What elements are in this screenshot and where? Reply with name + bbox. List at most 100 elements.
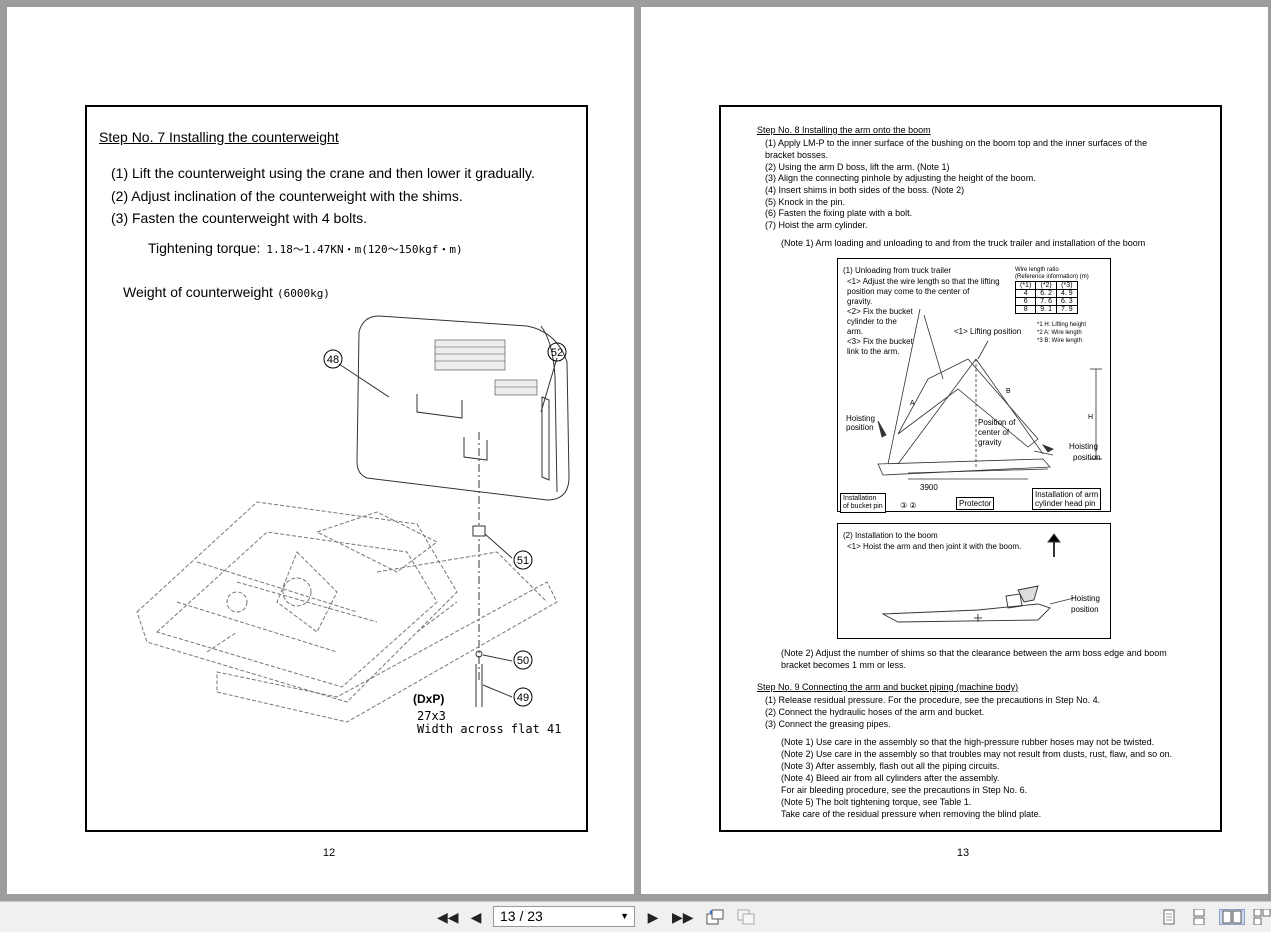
callout-49: 49: [517, 692, 529, 704]
figure1-line: gravity.: [847, 297, 873, 306]
hoisting-label: position: [1071, 605, 1099, 614]
arm-lifting-diagram: A B H: [877, 308, 1102, 480]
step8-item: bracket bosses.: [765, 150, 829, 160]
figure1-line: <1> Adjust the wire length so that the l…: [847, 277, 1000, 286]
step8-title: Step No. 8 Installing the arm onto the b…: [757, 125, 931, 135]
step9-item: (3) Connect the greasing pipes.: [765, 719, 891, 729]
page-number: 13: [956, 847, 970, 859]
step9-note: Take care of the residual pressure when …: [781, 809, 1042, 819]
figure1-line: <3> Fix the bucket: [847, 337, 913, 346]
note2-text: bracket becomes 1 mm or less.: [781, 660, 907, 670]
step7-title: Step No. 7 Installing the counterweight: [99, 129, 339, 145]
chevron-down-icon: ▼: [620, 911, 629, 921]
weight-value: (6000kg): [276, 287, 330, 300]
figure1-heading: (1) Unloading from truck trailer: [843, 266, 952, 275]
weight-label: Weight of counterweight: [123, 284, 273, 300]
two-page-icon[interactable]: [1219, 909, 1245, 925]
page-number: 12: [322, 847, 336, 859]
wire-note: *3 B: Wire length: [1037, 338, 1083, 344]
marks-3-2: ③ ②: [900, 501, 917, 510]
note1-text: (Note 1) Arm loading and unloading to an…: [781, 238, 1146, 248]
figure1-line: arm.: [847, 327, 863, 336]
single-page-icon[interactable]: [1159, 909, 1179, 925]
counterweight-illustration: 48 52 51 50 49: [136, 315, 570, 723]
page-selector[interactable]: 13 / 23 ▼: [493, 906, 635, 927]
hoisting-right-label: position: [1073, 453, 1101, 462]
page-frame: [85, 105, 588, 832]
torque-line: Tightening torque: 1.18～1.47KN・m(120～150k…: [148, 240, 463, 257]
table-cell: 7. 9: [1055, 305, 1078, 314]
bolt-spec-title: (DxP): [413, 692, 445, 706]
page-indicator: 13 / 23: [500, 908, 543, 924]
hoisting-left-label: position: [846, 423, 874, 432]
step7-item-2: (2) Adjust inclination of the counterwei…: [111, 188, 463, 204]
step9-note: (Note 4) Bleed air from all cylinders af…: [781, 773, 1000, 783]
step9-item: (1) Release residual pressure. For the p…: [765, 695, 1101, 705]
step8-item: (5) Knock in the pin.: [765, 197, 846, 207]
table-cell: 8: [1014, 305, 1037, 314]
last-page-icon[interactable]: ▶▶: [672, 909, 694, 925]
figure2-line: <1> Hoist the arm and then joint it with…: [847, 542, 1022, 551]
weight-line: Weight of counterweight(6000kg): [123, 284, 330, 300]
step8-item: (7) Hoist the arm cylinder.: [765, 220, 868, 230]
figure-installation: (2) Installation to the boom <1> Hoist t…: [837, 523, 1111, 639]
bucket-pin-line: of bucket pin: [843, 503, 883, 510]
wire-note: *1 H: Lifting height: [1037, 322, 1087, 328]
continuous-icon[interactable]: [1189, 908, 1209, 926]
rotate-icon[interactable]: [705, 909, 725, 925]
figure1-line: <2> Fix the bucket: [847, 307, 913, 316]
dim-3900: 3900: [920, 483, 938, 492]
arm-cylinder-line: cylinder head pin: [1035, 499, 1096, 508]
step9-note: (Note 5) The bolt tightening torque, see…: [781, 797, 972, 807]
callout-51: 51: [517, 555, 529, 567]
torque-label: Tightening torque:: [148, 240, 261, 256]
wire-ratio-sub: (Reference information) (m): [1015, 274, 1089, 280]
center-gravity-label: Position of: [978, 418, 1016, 427]
callout-52: 52: [551, 347, 563, 359]
lifting-position-label: <1> Lifting position: [954, 327, 1022, 336]
step9-item: (2) Connect the hydraulic hoses of the a…: [765, 707, 985, 717]
callout-48: 48: [327, 354, 339, 366]
figure2-heading: (2) Installation to the boom: [843, 531, 938, 540]
label-b: B: [1006, 388, 1011, 395]
next-page-icon[interactable]: ▶: [647, 909, 659, 925]
bolt-size: 27x3: [417, 709, 446, 723]
protector-box: Protector: [956, 497, 995, 510]
callout-50: 50: [517, 655, 529, 667]
step8-item: (6) Fasten the fixing plate with a bolt.: [765, 208, 913, 218]
step8-item: (3) Align the connecting pinhole by adju…: [765, 173, 1036, 183]
note2-text: (Note 2) Adjust the number of shims so t…: [781, 648, 1167, 658]
hoisting-left-label: Hoisting: [846, 414, 875, 423]
label-a: A: [910, 400, 915, 407]
label-h: H: [1088, 414, 1093, 421]
viewer-toolbar: ◀◀ ◀ 13 / 23 ▼ ▶ ▶▶: [0, 901, 1271, 932]
first-page-icon[interactable]: ◀◀: [437, 909, 459, 925]
arm-boom-diagram: [881, 533, 1075, 623]
step9-title: Step No. 9 Connecting the arm and bucket…: [757, 682, 1019, 692]
torque-value: 1.18～1.47KN・m(120～150kgf・m): [266, 243, 463, 256]
step9-note: (Note 2) Use care in the assembly so tha…: [781, 749, 1173, 759]
center-gravity-label: center of: [978, 428, 1010, 437]
wire-ratio-title: Wire length ratio: [1015, 267, 1059, 273]
document-page-right: Step No. 8 Installing the arm onto the b…: [641, 7, 1268, 894]
bucket-pin-line: Installation: [843, 495, 877, 502]
hoisting-right-label: Hoisting: [1069, 442, 1098, 451]
two-page-continuous-icon[interactable]: [1253, 908, 1271, 926]
copy-icon[interactable]: [736, 909, 756, 925]
page-frame: [719, 105, 1222, 832]
figure1-line: link to the arm.: [847, 347, 900, 356]
step8-item: (2) Using the arm D boss, lift the arm. …: [765, 162, 950, 172]
step9-note: (Note 3) After assembly, flash out all t…: [781, 761, 1000, 771]
document-page-left: Step No. 7 Installing the counterweight …: [7, 7, 634, 894]
step8-item: (1) Apply LM-P to the inner surface of t…: [765, 138, 1148, 148]
center-gravity-label: gravity: [978, 438, 1002, 447]
step9-note: For air bleeding procedure, see the prec…: [781, 785, 1028, 795]
step8-item: (4) Insert shims in both sides of the bo…: [765, 185, 965, 195]
prev-page-icon[interactable]: ◀: [470, 909, 482, 925]
wire-note: *2 A: Wire length: [1037, 330, 1082, 336]
arm-cylinder-line: Installation of arm: [1035, 490, 1099, 499]
step9-note: (Note 1) Use care in the assembly so tha…: [781, 737, 1155, 747]
figure1-line: cylinder to the: [847, 317, 897, 326]
